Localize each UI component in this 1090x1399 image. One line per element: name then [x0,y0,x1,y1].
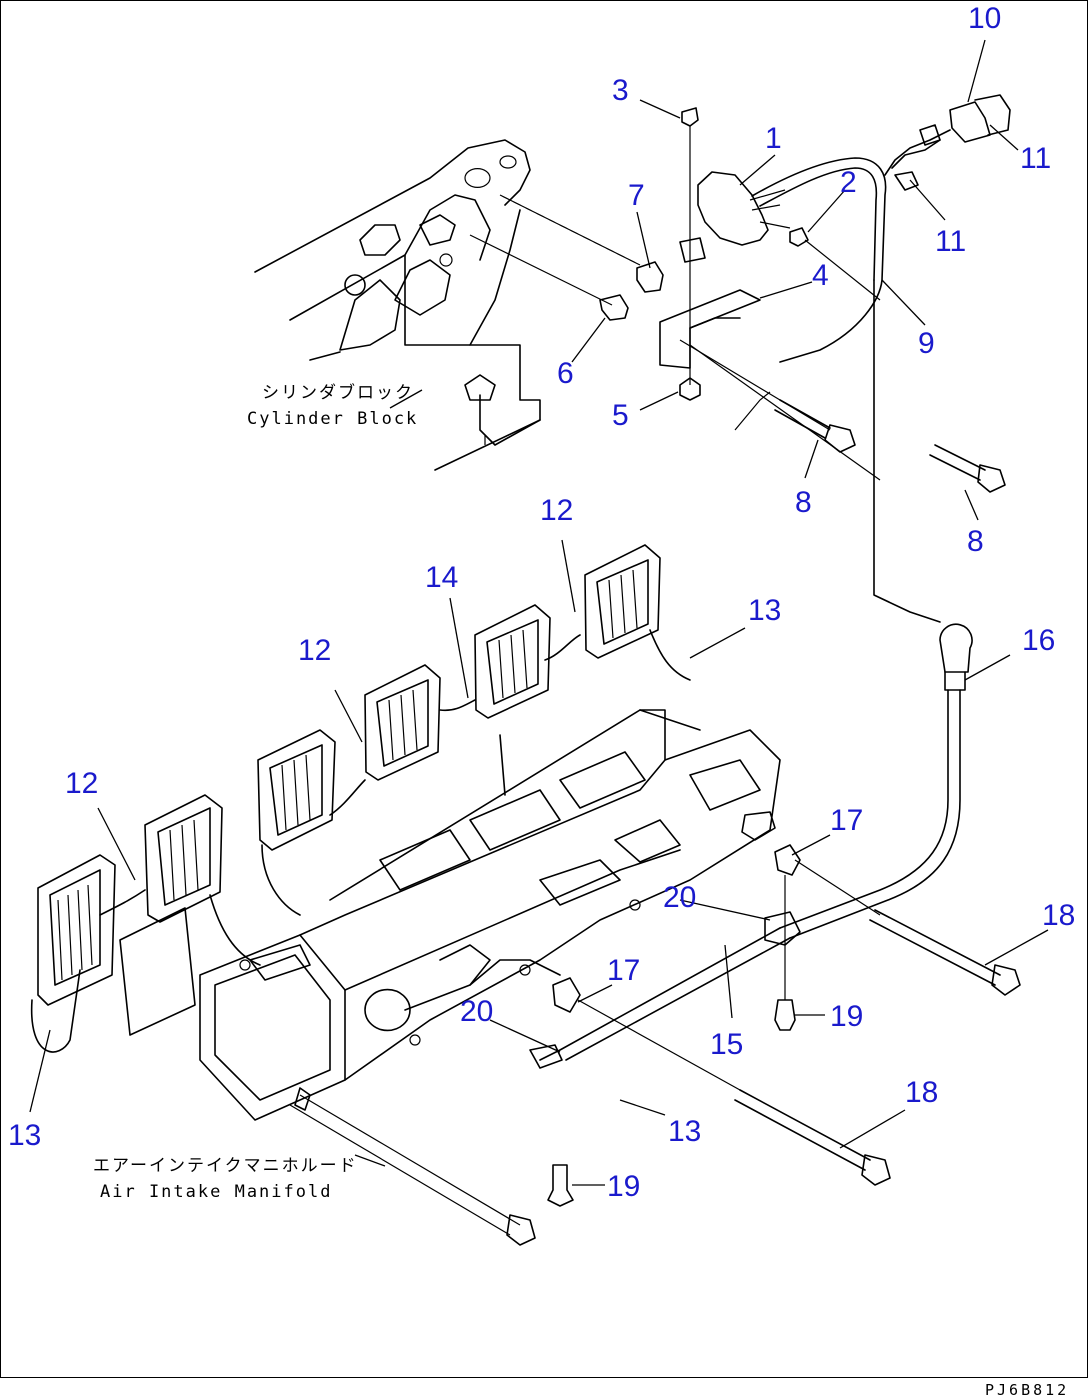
cylinder-block-drawing [254,139,541,471]
callout-16: 16 [1022,624,1055,657]
callout-12-right: 12 [540,494,573,527]
callout-19-lower: 19 [607,1170,640,1203]
callout-17-upper: 17 [830,804,863,837]
sleeve-parts [469,194,664,321]
callout-6: 6 [557,357,574,390]
callout-18-lower: 18 [905,1076,938,1109]
callout-18-upper: 18 [1042,899,1075,932]
air-intake-manifold-drawing [119,709,781,1246]
callout-20-lower: 20 [460,995,493,1028]
callout-13-lower: 13 [668,1115,701,1148]
caption-cylinder-block-en: Cylinder Block [247,409,418,429]
callout-14: 14 [425,561,458,594]
leader-lines [29,39,1049,1186]
clamps-and-bolts [547,811,1021,1207]
heater-3 [257,729,336,916]
captions: シリンダブロック Cylinder Block エアーインテイクマニホルード A… [93,382,1069,1399]
callout-20-upper: 20 [663,881,696,914]
heater-1 [30,854,116,1053]
callout-labels: 1 2 3 4 5 6 7 8 8 9 10 11 11 12 12 12 13… [8,2,1075,1203]
callout-11-bottom: 11 [935,225,966,258]
callout-17-lower: 17 [607,954,640,987]
callout-7: 7 [628,179,645,212]
callout-19-right: 19 [830,1000,863,1033]
callout-2: 2 [840,166,857,199]
callout-1: 1 [765,122,782,155]
callout-5: 5 [612,399,629,432]
relay-assembly [659,107,881,481]
callout-12-left: 12 [65,767,98,800]
callout-11-top: 11 [1020,142,1051,175]
heater-4 [364,664,441,781]
callout-15: 15 [710,1028,743,1061]
heater-2 [144,794,261,966]
cable-and-terminal [529,623,973,1069]
heater-6 [584,544,691,681]
wire-harness-upper [751,94,1011,623]
callout-13-upper: 13 [748,594,781,627]
caption-cylinder-block-jp: シリンダブロック [262,382,414,403]
callout-8-upper-right: 8 [967,525,984,558]
heater-5 [474,604,551,796]
heater-elements [30,544,691,1053]
callout-3: 3 [612,74,629,107]
callout-4: 4 [812,259,829,292]
callout-10: 10 [968,2,1001,35]
drawing-code: PJ6B812 [985,1381,1069,1399]
callout-12-middle: 12 [298,634,331,667]
callout-9: 9 [918,327,935,360]
caption-air-intake-jp: エアーインテイクマニホルード [93,1156,358,1176]
caption-air-intake-en: Air Intake Manifold [100,1182,332,1202]
upper-bolts [734,391,1006,493]
callout-8-upper-left: 8 [795,486,812,519]
callout-13-left: 13 [8,1119,41,1152]
